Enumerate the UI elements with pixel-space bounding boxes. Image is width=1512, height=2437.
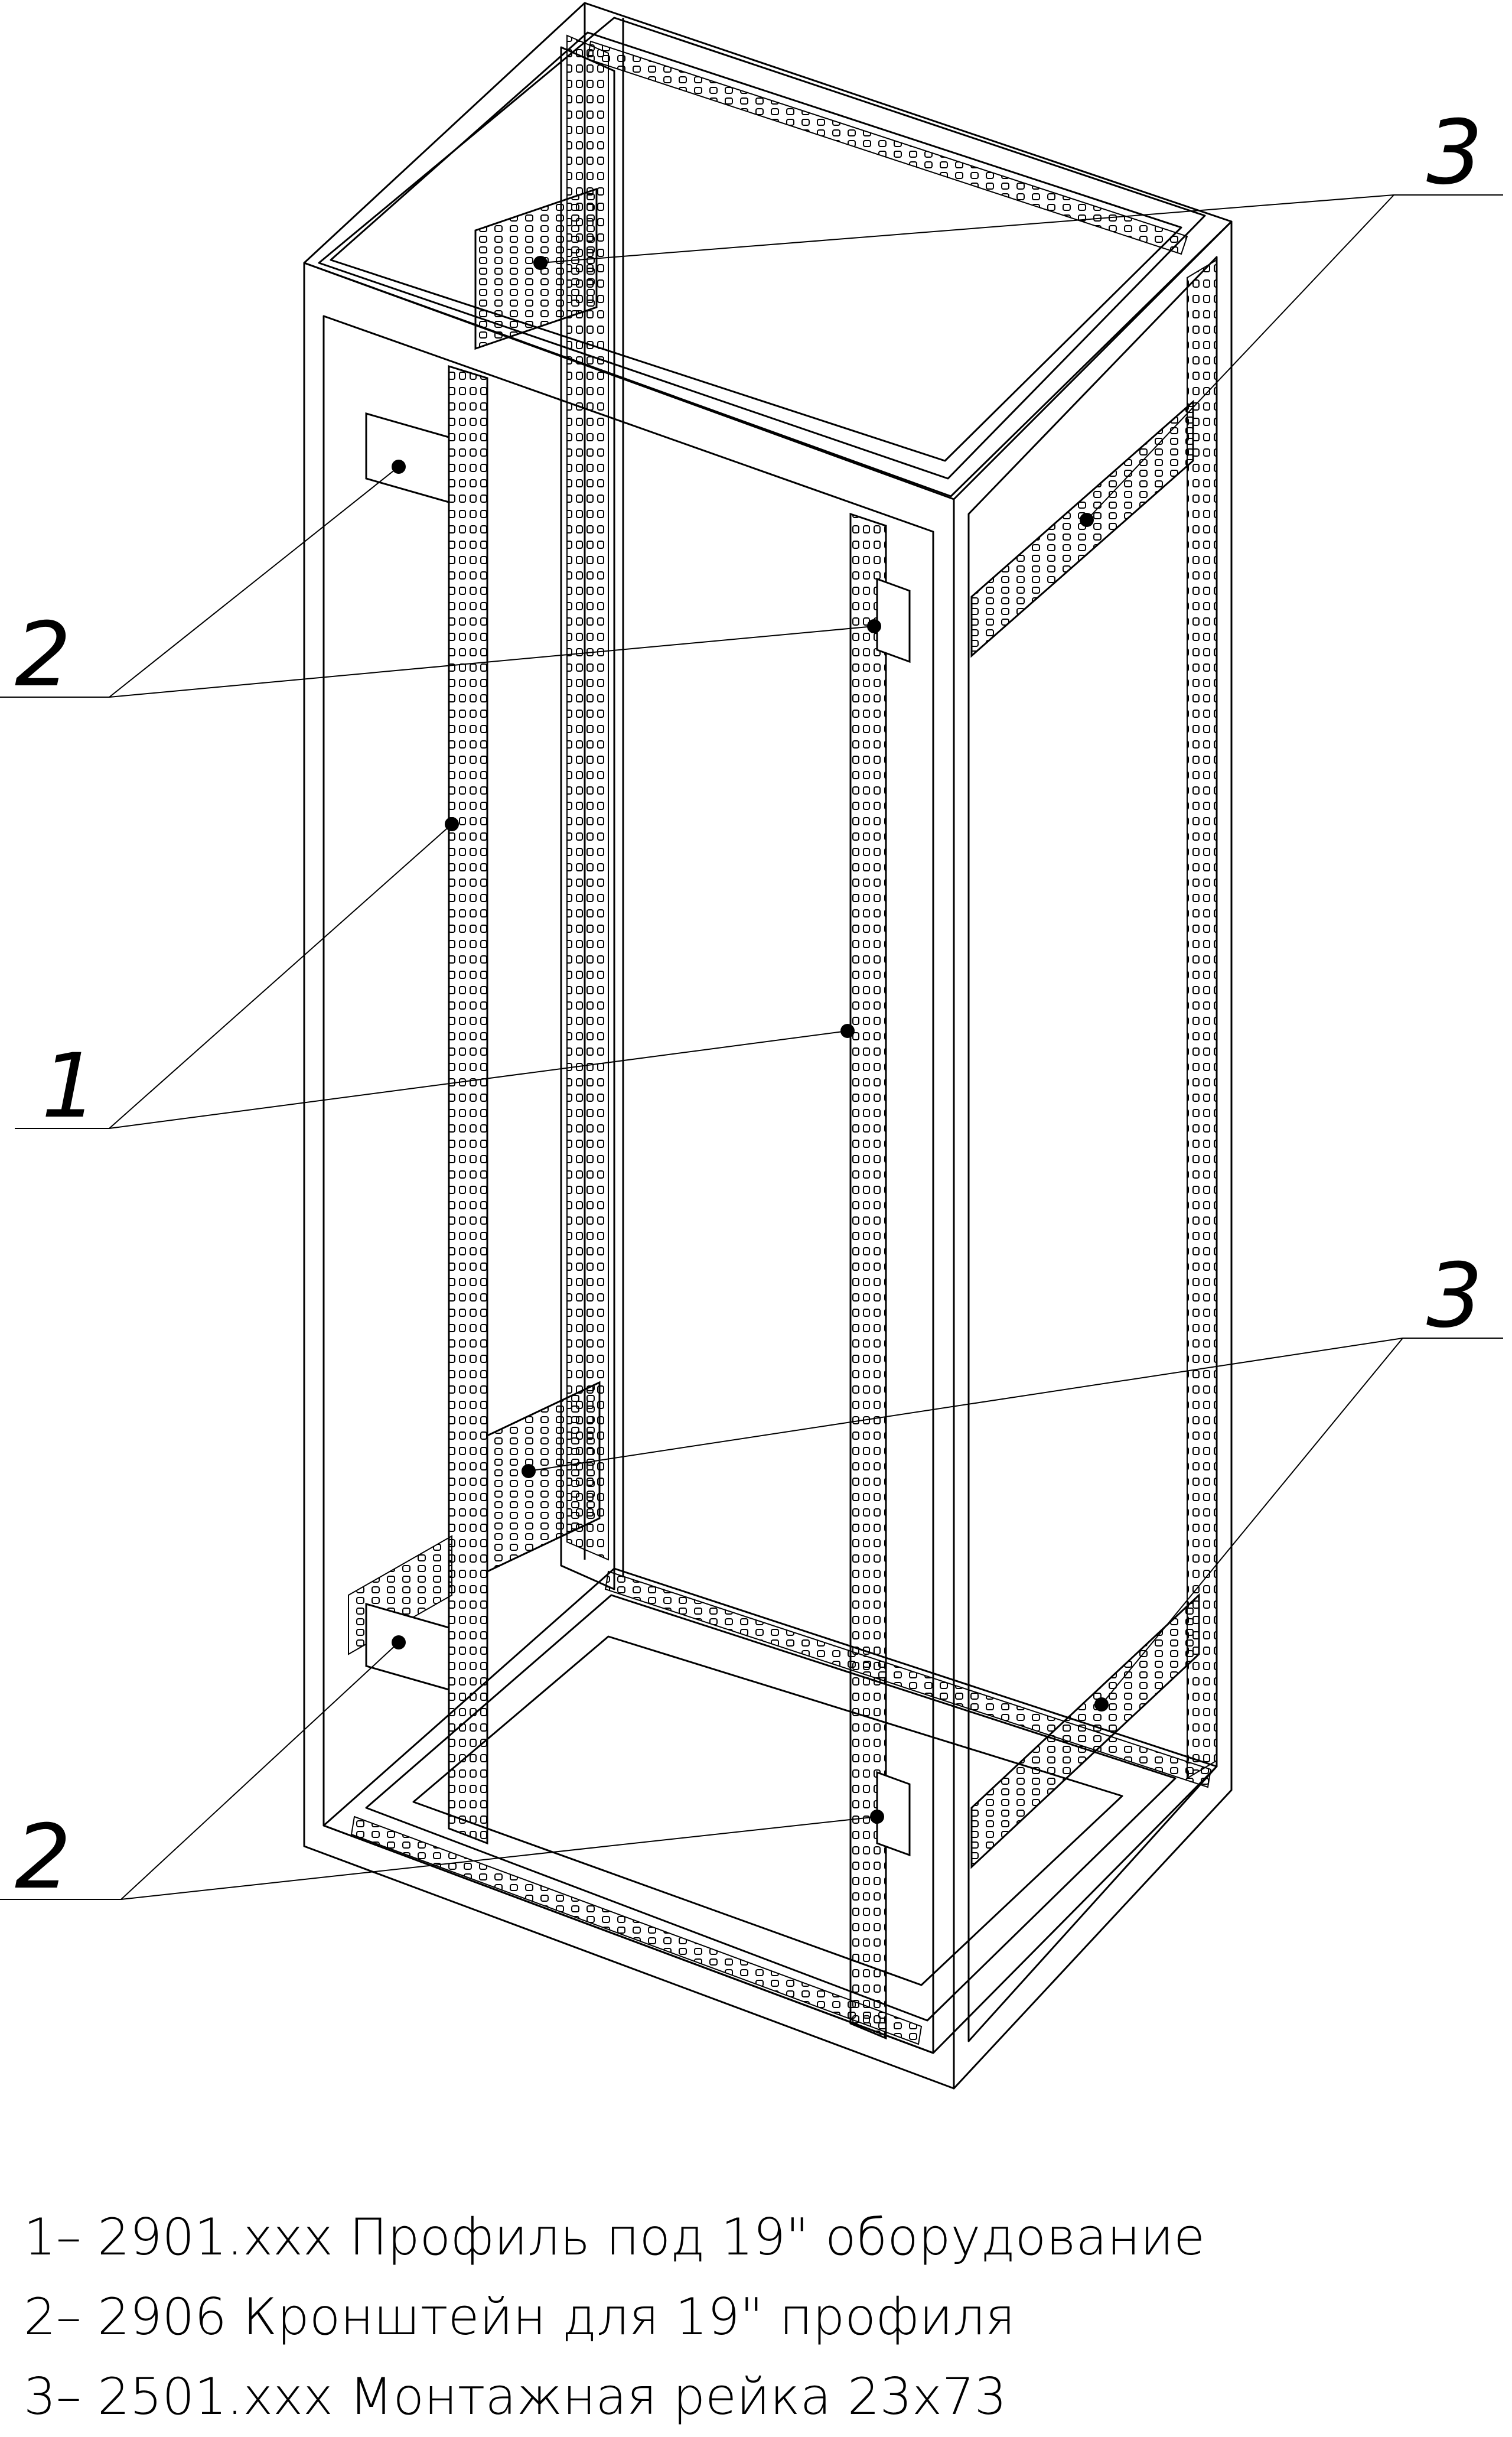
bracket-upper-right xyxy=(876,577,911,663)
top-rail-holes xyxy=(586,40,1188,255)
bracket-lower-left xyxy=(365,1603,450,1691)
mounting-rail-top-side xyxy=(970,399,1194,658)
rack-frame xyxy=(303,2,1233,2090)
callout-2-lower: 2 xyxy=(15,1806,71,1909)
legend-item-3: 3– 2501.xxx Монтажная рейка 23х73 xyxy=(24,2367,1007,2426)
mounting-rail-mid-rear xyxy=(486,1381,601,1573)
bottom-frame xyxy=(322,1567,1218,2054)
mounting-rail-top-rear xyxy=(474,187,598,350)
legend-item-2: 2– 2906 Кронштейн для 19" профиля xyxy=(24,2288,1015,2347)
top-frame-inner xyxy=(330,31,1182,462)
bracket-upper-left xyxy=(365,412,450,503)
callout-1: 1 xyxy=(41,1035,97,1138)
side-frame xyxy=(953,220,1233,2090)
mounting-rail-bottom-side xyxy=(970,1593,1200,1869)
callout-3-top: 3 xyxy=(1426,102,1482,204)
front-frame-inner xyxy=(322,315,934,2054)
top-frame-outer xyxy=(303,2,1233,497)
leader-3-bottom xyxy=(528,1338,1503,1472)
callout-3-bottom: 3 xyxy=(1426,1245,1482,1348)
side-rail-upright xyxy=(1187,259,1217,1779)
callout-2-upper: 2 xyxy=(15,604,71,707)
legend-item-1: 1– 2901.xxx Профиль под 19" оборудование xyxy=(24,2208,1205,2267)
leader-3-top xyxy=(540,194,1503,263)
profile-19-left xyxy=(448,365,488,1845)
leader-dots xyxy=(392,256,1109,1824)
leader-lines xyxy=(0,194,1503,1900)
parts-legend: 1– 2901.xxx Профиль под 19" оборудование… xyxy=(24,2198,1441,2437)
rack-frame-drawing: 3 2 1 3 2 xyxy=(0,2,1503,2090)
